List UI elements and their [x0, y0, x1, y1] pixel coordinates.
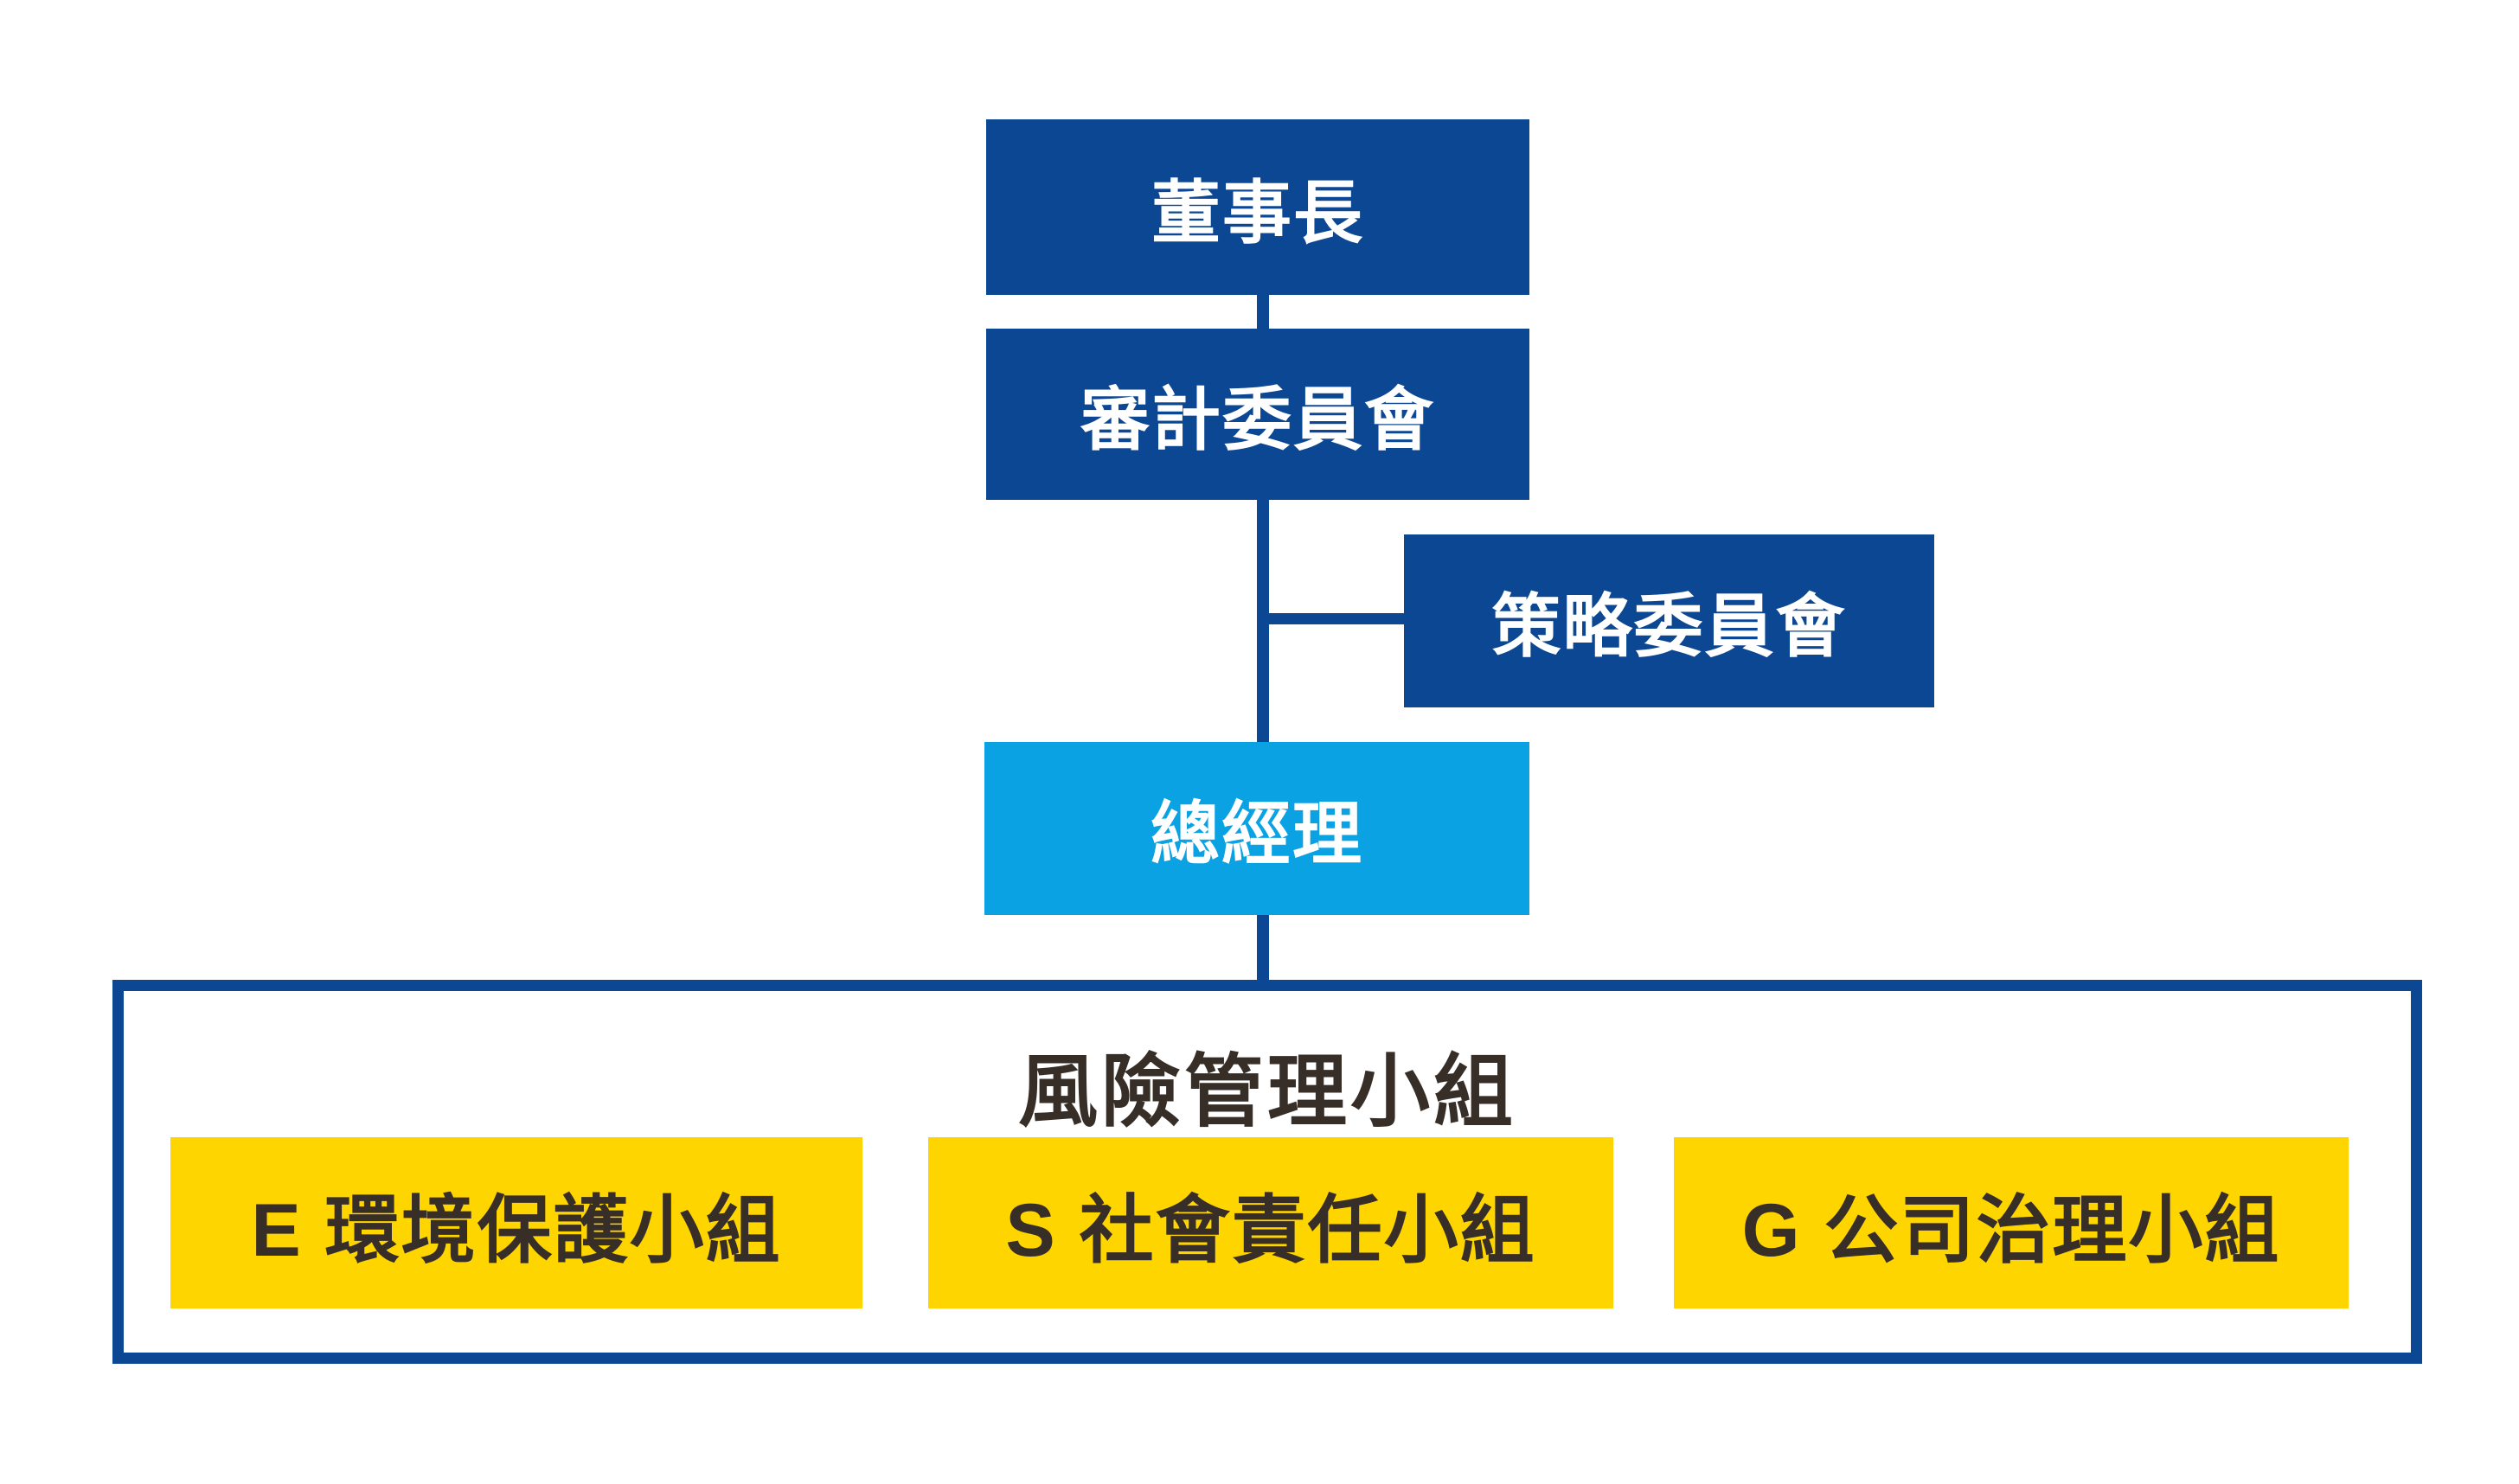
- org-node-team-social-label: S 社會責任小組: [1005, 1188, 1536, 1272]
- org-node-chairman: 董事長: [986, 119, 1529, 295]
- org-node-strategy-committee-label: 策略委員會: [1491, 588, 1847, 665]
- org-node-strategy-committee: 策略委員會: [1404, 534, 1934, 707]
- org-node-audit-committee: 審計委員會: [986, 329, 1529, 500]
- org-node-team-governance-label: G 公司治理小組: [1741, 1188, 2281, 1272]
- org-node-general-manager: 總經理: [984, 742, 1529, 915]
- org-node-team-governance: G 公司治理小組: [1674, 1137, 2349, 1308]
- org-node-general-manager-label: 總經理: [1151, 796, 1363, 873]
- connector-branch-strategy: [1263, 613, 1404, 624]
- org-node-team-environment: E 環境保護小組: [170, 1137, 862, 1308]
- connector-general-manager-risk-group: [1257, 915, 1269, 982]
- risk-management-group-title: 風險管理小組: [1017, 1048, 1516, 1136]
- org-node-audit-committee-label: 審計委員會: [1080, 381, 1435, 458]
- org-node-team-environment-label: E 環境保護小組: [251, 1188, 782, 1272]
- org-node-team-social: S 社會責任小組: [928, 1137, 1613, 1308]
- org-node-chairman-label: 董事長: [1151, 174, 1364, 252]
- connector-chairman-audit: [1257, 295, 1269, 329]
